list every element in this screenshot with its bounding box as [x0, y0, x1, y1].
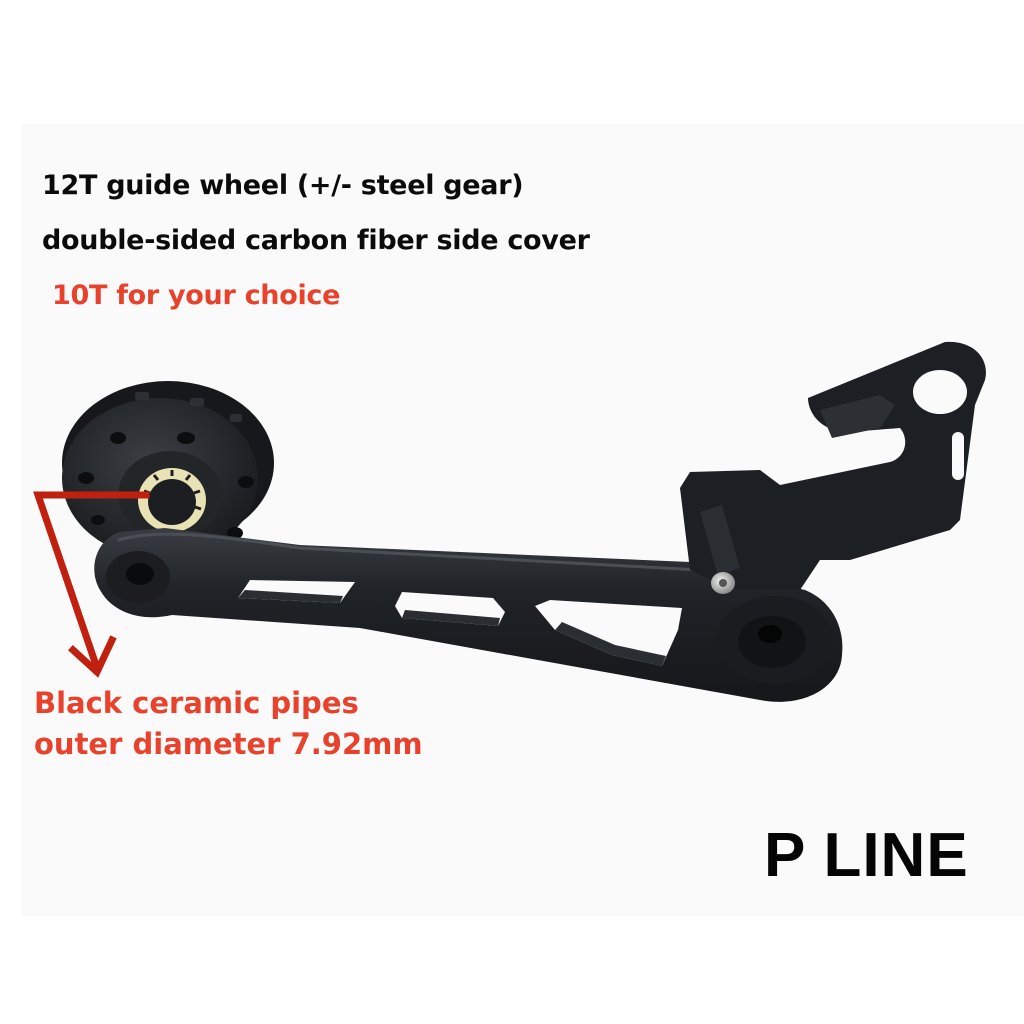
caption-guide-wheel: 12T guide wheel (+/- steel gear) [42, 170, 524, 201]
callout-arrow [33, 491, 150, 678]
mount-bracket [680, 341, 986, 594]
adjust-slot [952, 432, 964, 480]
tensioner-arm [94, 528, 843, 702]
caption-carbon-cover: double-sided carbon fiber side cover [42, 225, 590, 256]
callout-outer-diameter: outer diameter 7.92mm [34, 727, 423, 761]
brand-label: P LINE [764, 821, 969, 890]
callout-ceramic-pipes: Black ceramic pipes [34, 686, 359, 720]
guide-wheel [62, 381, 274, 558]
mount-hole [913, 370, 967, 414]
arm-cutout-3 [535, 600, 682, 666]
caption-10t-option: 10T for your choice [52, 280, 341, 311]
